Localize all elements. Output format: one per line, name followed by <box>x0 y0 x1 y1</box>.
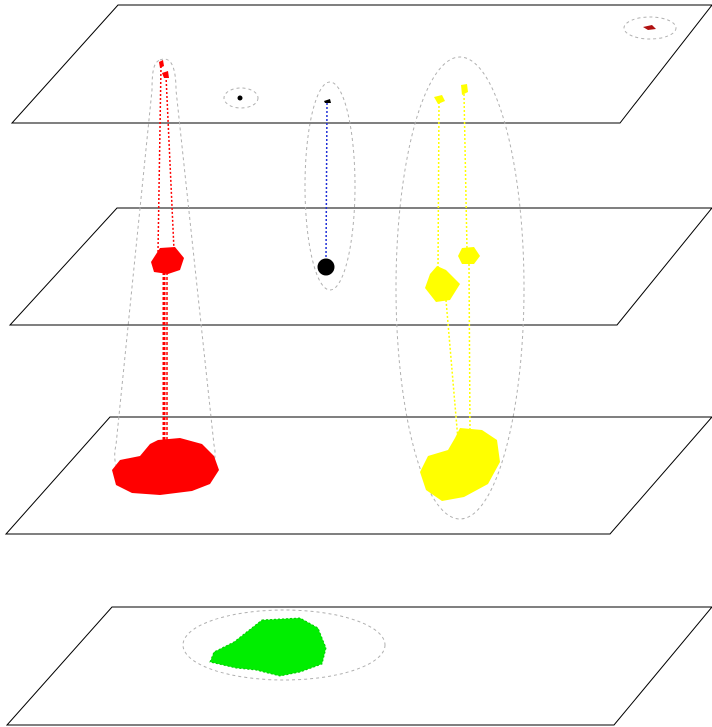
black-group-outline <box>305 82 355 290</box>
green-blob <box>210 618 326 676</box>
blue-link <box>326 103 327 260</box>
yellow-link-1 <box>438 102 439 270</box>
yellow-blob-mid-left <box>425 266 460 302</box>
plane-layer-4 <box>7 607 712 725</box>
plane-layer-1 <box>12 5 712 123</box>
red-link-2 <box>166 76 174 250</box>
yellow-blob-top-right <box>461 84 468 95</box>
yellow-link-4 <box>469 264 470 430</box>
black-group <box>318 99 335 276</box>
red-blob-medium <box>151 247 184 274</box>
group-outlines <box>115 17 676 680</box>
yellow-link-3 <box>446 300 458 440</box>
planes <box>6 5 712 725</box>
red-link-1 <box>158 66 161 252</box>
plane-layer-3 <box>6 417 712 534</box>
small-dot <box>238 96 243 101</box>
red-group <box>112 60 219 495</box>
black-dot-large <box>318 259 335 276</box>
yellow-link-2 <box>464 94 467 250</box>
red-blob-large <box>112 438 219 495</box>
yellow-group <box>420 84 500 501</box>
corner-group <box>643 25 656 30</box>
corner-mark <box>643 25 656 30</box>
black-dot-top <box>324 99 331 103</box>
yellow-blob-mid-right <box>458 247 480 264</box>
yellow-blob-large <box>420 428 500 501</box>
green-group <box>210 618 326 676</box>
plane-layer-2 <box>10 208 712 325</box>
